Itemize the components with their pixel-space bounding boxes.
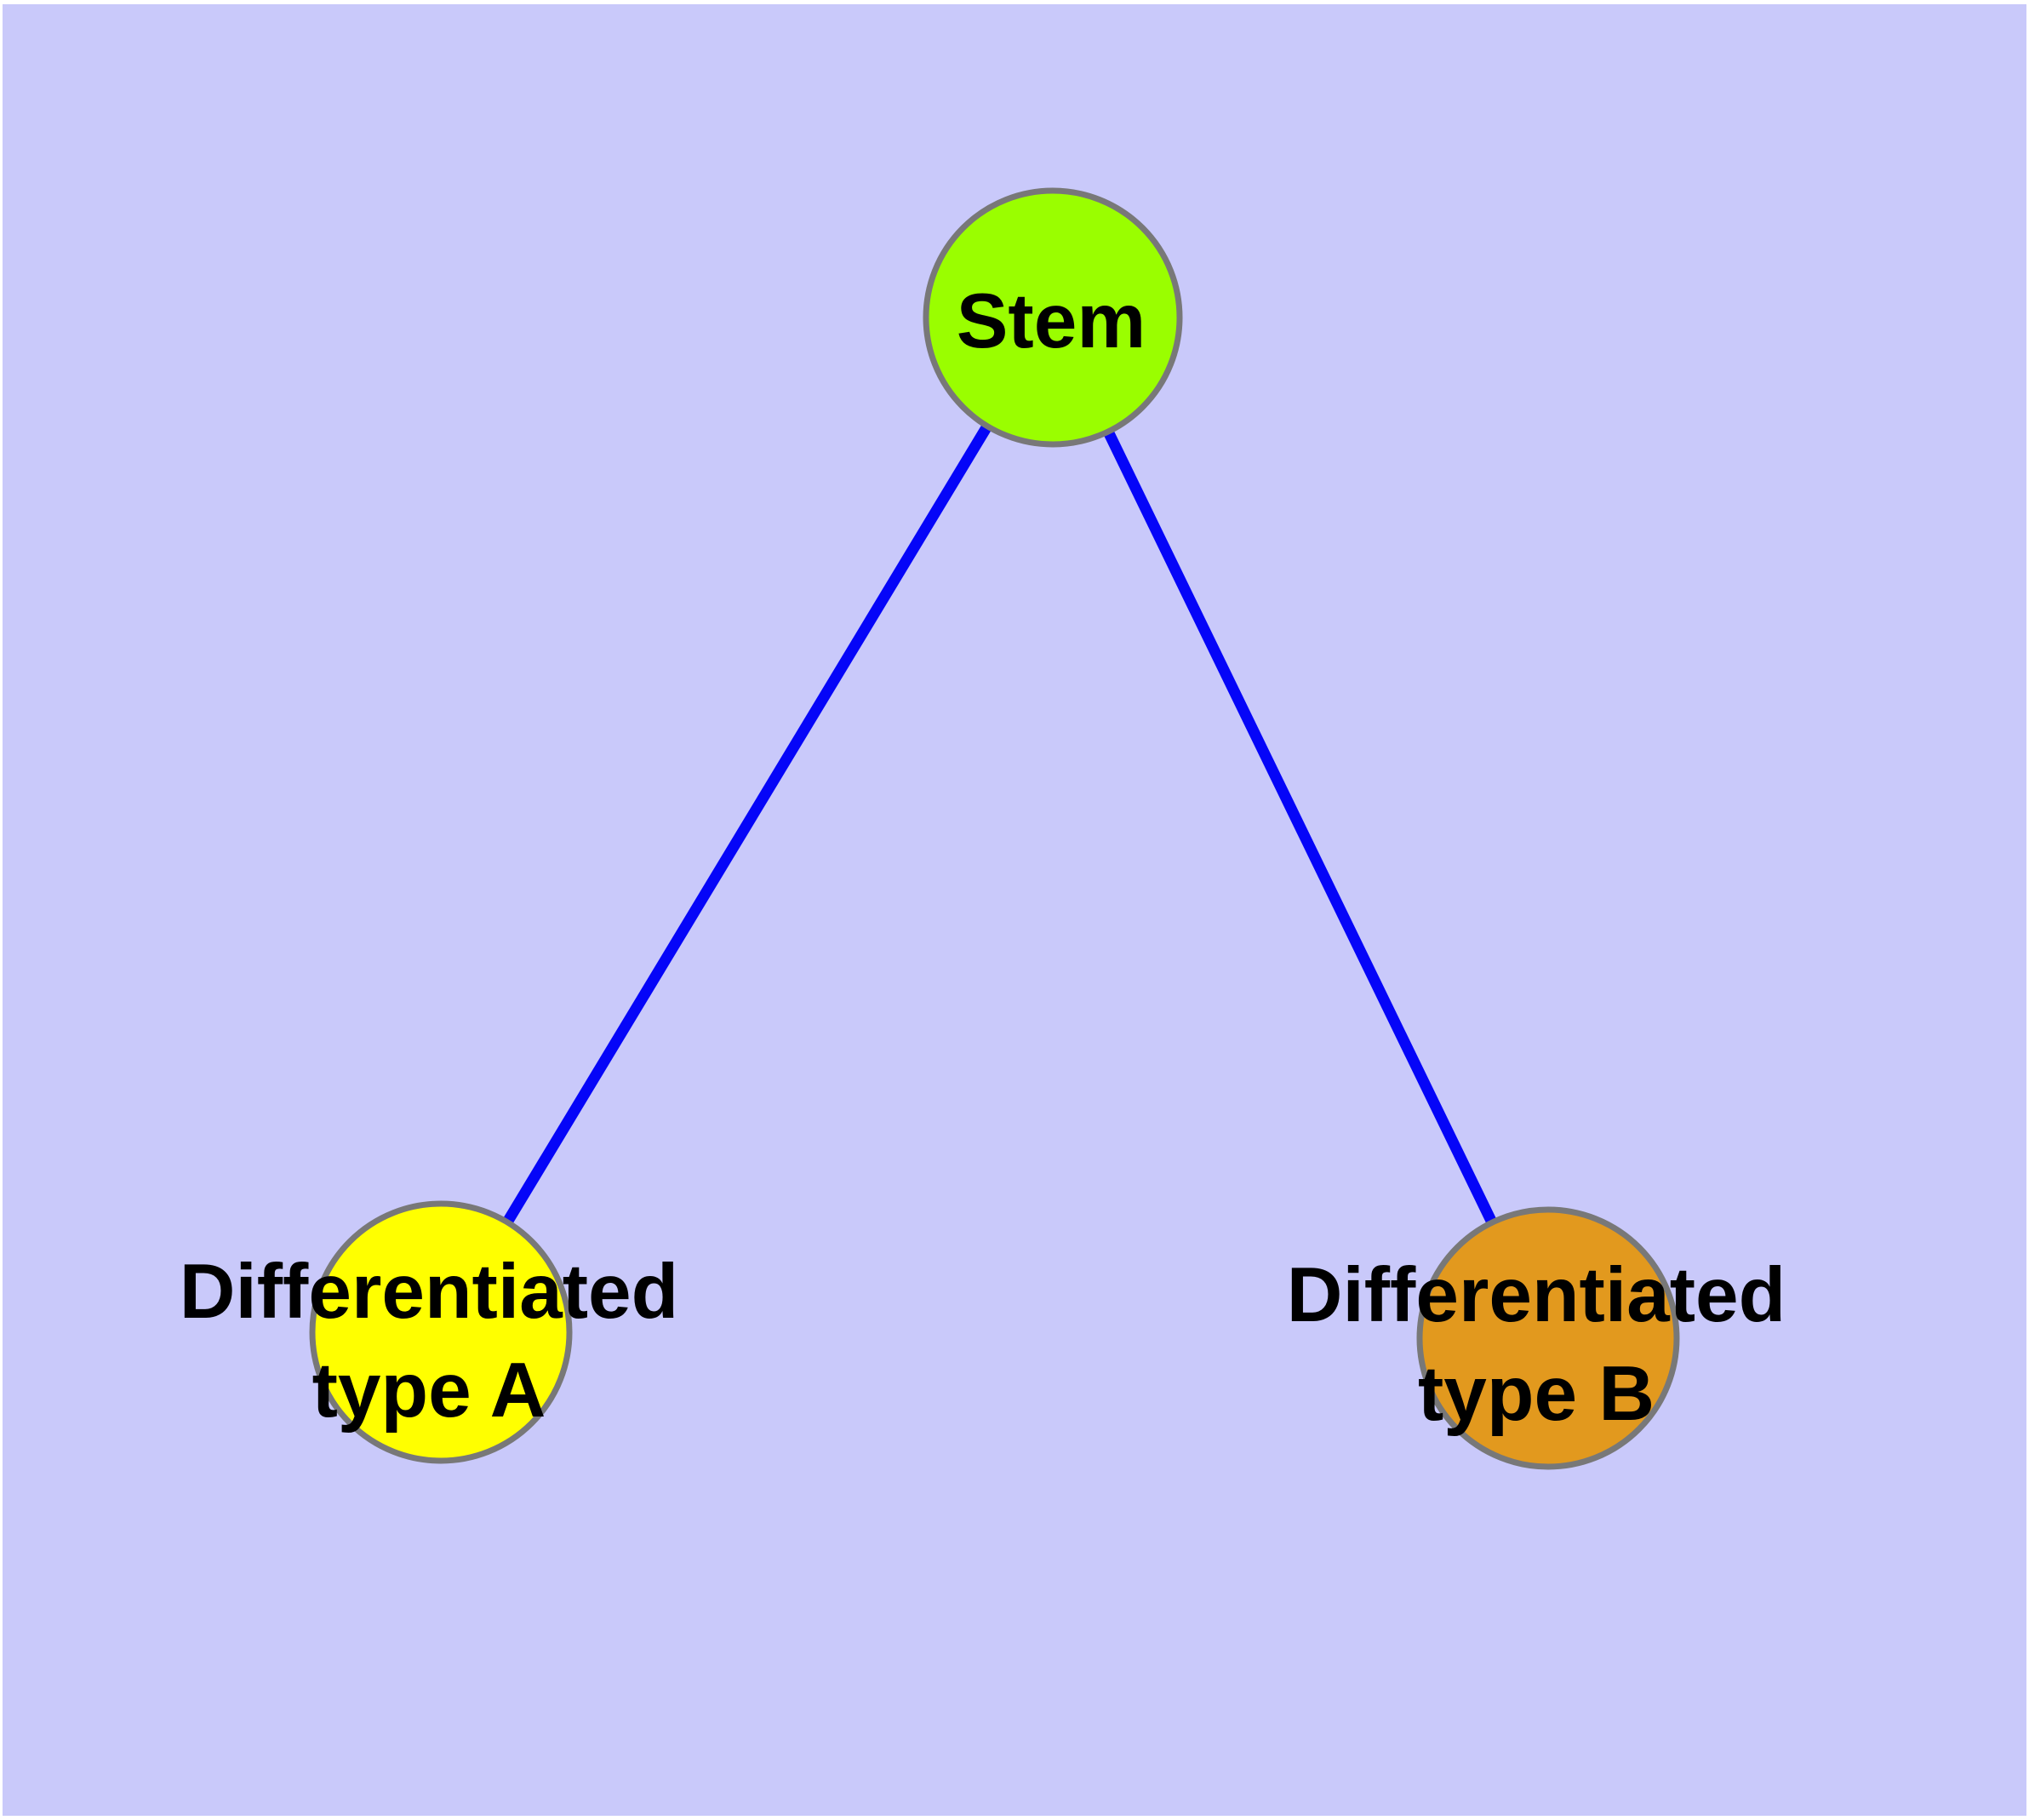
node-differentiated-type-b <box>1416 1206 1680 1470</box>
node-type-b-label: Differentiated type B <box>1287 1252 1786 1437</box>
node-type-b-label-line-2: type B <box>1418 1351 1655 1437</box>
labels: Stem Differentiated type A Differentiated… <box>180 278 1786 1437</box>
node-stem-label: Stem <box>957 278 1146 364</box>
edge-stem-to-type-b <box>1048 315 1553 1341</box>
node-differentiated-type-a <box>309 1200 573 1464</box>
node-type-a-label-line-2: type A <box>312 1348 546 1434</box>
node-stem <box>923 187 1183 448</box>
node-type-a-label: Differentiated type A <box>180 1249 679 1434</box>
node-type-b-label-line-1: Differentiated <box>1287 1252 1786 1338</box>
node-type-a-label-line-1: Differentiated <box>180 1249 679 1335</box>
edges <box>436 314 1553 1341</box>
nodes <box>309 187 1680 1470</box>
edge-stem-to-type-a <box>436 314 1058 1336</box>
